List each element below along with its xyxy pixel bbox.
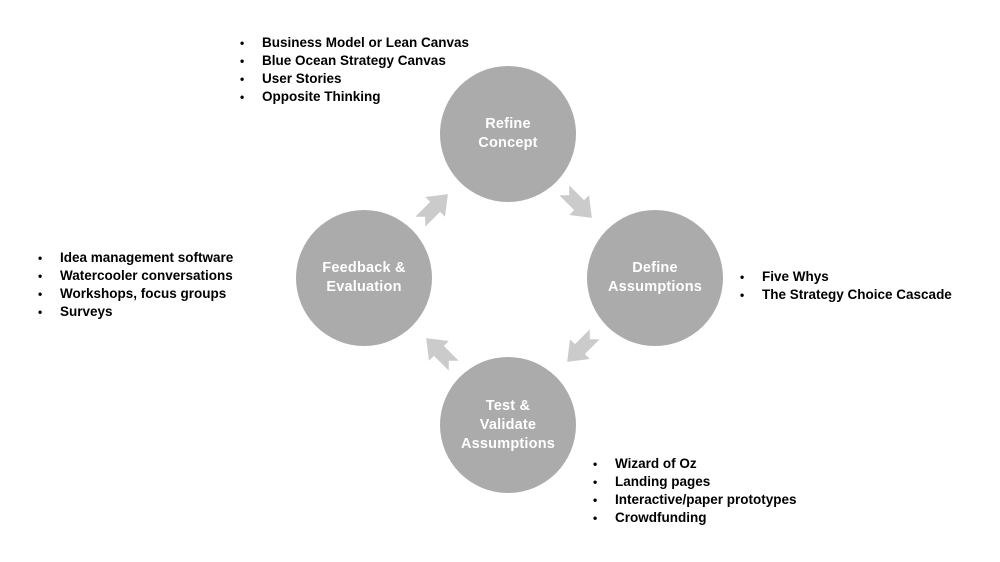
list-item: • Blue Ocean Strategy Canvas: [240, 52, 469, 70]
bullet-icon: •: [240, 36, 245, 50]
bullet-icon: •: [240, 54, 245, 68]
list-item-label: Surveys: [60, 304, 113, 319]
node-refine-concept-label: Refine Concept: [478, 116, 538, 151]
list-item: • Crowdfunding: [593, 509, 797, 527]
node-test-validate-assumptions-label: Test & Validate Assumptions: [460, 397, 556, 452]
list-item: • User Stories: [240, 70, 469, 88]
list-item: • Opposite Thinking: [240, 88, 469, 106]
node-define-assumptions-label: Define Assumptions: [607, 260, 703, 295]
bullet-icon: •: [38, 305, 43, 319]
node-feedback-evaluation-label: Feedback & Evaluation: [322, 260, 406, 295]
list-item: • Interactive/paper prototypes: [593, 491, 797, 509]
bullet-icon: •: [38, 269, 43, 283]
arrow-define-to-test-icon: [567, 329, 600, 362]
list-item-label: Crowdfunding: [615, 510, 707, 525]
bullet-icon: •: [740, 270, 745, 284]
bullet-icon: •: [593, 475, 598, 489]
list-item-label: Landing pages: [615, 474, 711, 489]
bullet-icon: •: [593, 457, 598, 471]
bullet-icon: •: [240, 72, 245, 86]
bullet-icon: •: [740, 288, 745, 302]
list-item: • The Strategy Choice Cascade: [740, 286, 952, 304]
list-item: • Business Model or Lean Canvas: [240, 34, 469, 52]
list-item-label: User Stories: [262, 71, 342, 86]
list-item-label: Interactive/paper prototypes: [615, 492, 797, 507]
list-item-label: Idea management software: [60, 250, 234, 265]
list-item: • Idea management software: [38, 249, 233, 267]
list-item-label: Watercooler conversations: [60, 268, 233, 283]
bullet-icon: •: [593, 511, 598, 525]
node-test-validate-assumptions: Test & Validate Assumptions: [440, 357, 576, 493]
list-item: • Watercooler conversations: [38, 267, 233, 285]
list-item: • Wizard of Oz: [593, 455, 797, 473]
list-item: • Landing pages: [593, 473, 797, 491]
node-define-assumptions: Define Assumptions: [587, 210, 723, 346]
list-item-label: Blue Ocean Strategy Canvas: [262, 53, 446, 68]
define-assumptions-tools-list: • Five Whys • The Strategy Choice Cascad…: [740, 268, 952, 304]
feedback-evaluation-tools-list: • Idea management software • Watercooler…: [38, 249, 233, 321]
arrow-test-to-feedback-icon: [426, 338, 459, 371]
list-item: • Surveys: [38, 303, 233, 321]
arrow-feedback-to-refine-icon: [415, 194, 448, 227]
test-validate-tools-list: • Wizard of Oz • Landing pages • Interac…: [593, 455, 797, 527]
list-item-label: Five Whys: [762, 269, 829, 284]
arrow-refine-to-define-icon: [559, 185, 592, 218]
list-item: • Five Whys: [740, 268, 952, 286]
list-item-label: Wizard of Oz: [615, 456, 697, 471]
list-item-label: Workshops, focus groups: [60, 286, 227, 301]
bullet-icon: •: [38, 287, 43, 301]
bullet-icon: •: [38, 251, 43, 265]
bullet-icon: •: [593, 493, 598, 507]
list-item-label: Business Model or Lean Canvas: [262, 35, 470, 50]
node-feedback-evaluation: Feedback & Evaluation: [296, 210, 432, 346]
bullet-icon: •: [240, 90, 245, 104]
list-item-label: Opposite Thinking: [262, 89, 381, 104]
list-item-label: The Strategy Choice Cascade: [762, 287, 952, 302]
node-refine-concept: Refine Concept: [440, 66, 576, 202]
refine-concept-tools-list: • Business Model or Lean Canvas • Blue O…: [240, 34, 469, 106]
list-item: • Workshops, focus groups: [38, 285, 233, 303]
